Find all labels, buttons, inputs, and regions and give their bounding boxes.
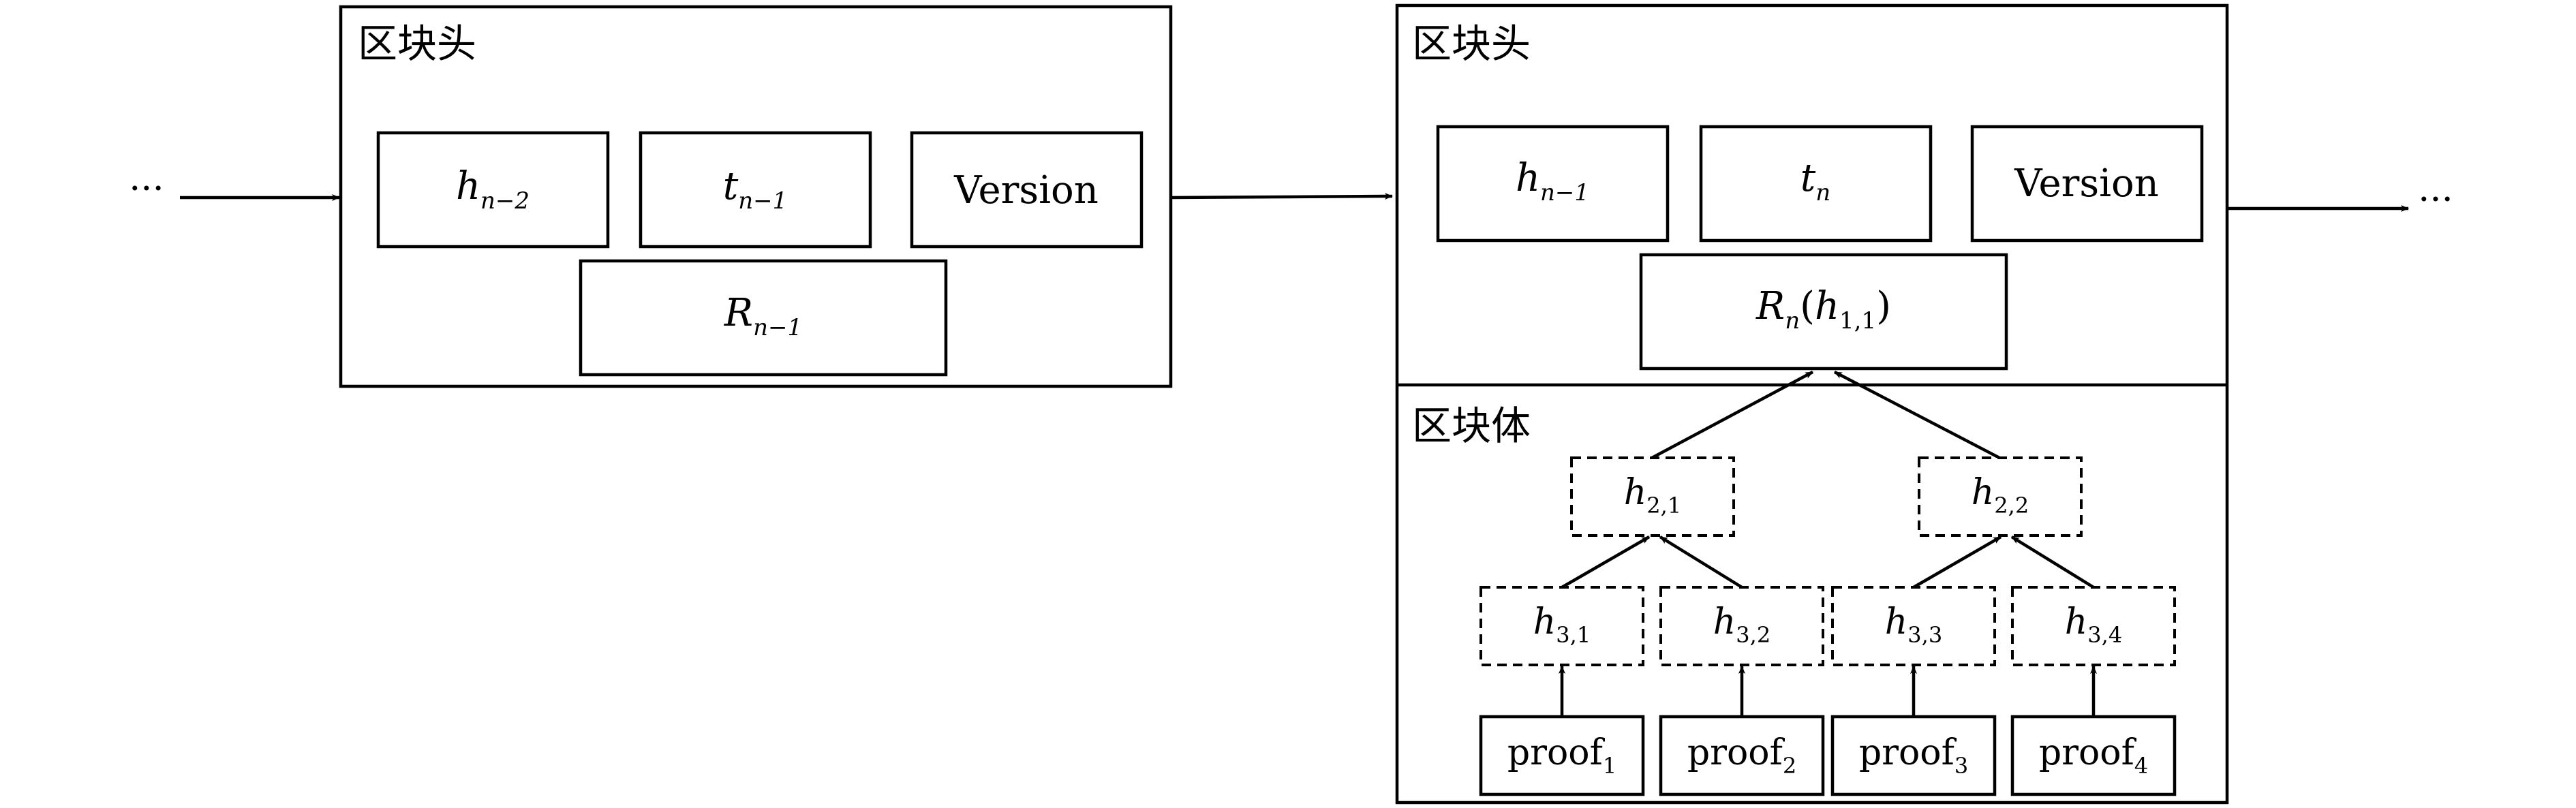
ellipsis-right: ··· — [2418, 178, 2453, 221]
field-box-time — [639, 131, 872, 249]
proof-box-4 — [2010, 715, 2177, 796]
proof-box-2 — [1659, 715, 1825, 796]
arrow-block1-to-block2 — [1170, 193, 1393, 200]
block-frame — [1395, 3, 2229, 805]
proof-label-4: proof4 — [2039, 732, 2148, 779]
field-label-version: Version — [953, 168, 1099, 213]
block-header-frame — [339, 5, 1173, 388]
field-label-version: Version — [2014, 161, 2159, 206]
merkle-node-h22-label: h2,2 — [1972, 472, 2029, 518]
field-box-time — [1699, 125, 1933, 243]
merkle-node-h31-label: h3,1 — [1533, 602, 1591, 648]
merkle-edges — [1559, 371, 2097, 715]
field-box-version — [1970, 125, 2204, 243]
merkle-node-h22 — [1918, 456, 2083, 537]
merkle-node-h33 — [1831, 586, 1996, 666]
block-previous: 区块头 hn−2 tn−1 Version Rn−1 — [339, 5, 1173, 388]
merkle-node-h31 — [1479, 586, 1644, 666]
block-current: 区块头 区块体 hn−1 tn Version Rn(h1,1) — [1395, 3, 2229, 805]
field-box-hash — [376, 131, 610, 249]
merkle-node-h34-label: h3,4 — [2065, 602, 2122, 648]
proof-label-2: proof2 — [1687, 732, 1796, 779]
merkle-root-label: Rn(h1,1) — [1755, 284, 1891, 335]
proof-box-3 — [1830, 715, 1997, 796]
proof-box-1 — [1479, 715, 1645, 796]
merkle-node-h21-label: h2,1 — [1624, 472, 1681, 518]
block-body-title: 区块体 — [1412, 403, 1531, 449]
field-label-hash: hn−2 — [456, 164, 530, 215]
chain-arrows: ··· ··· — [129, 167, 2453, 221]
field-label-time: tn — [1800, 156, 1830, 206]
merkle-node-h32-label: h3,2 — [1713, 602, 1770, 648]
merkle-node-h21 — [1570, 456, 1735, 537]
field-label-time: tn−1 — [723, 164, 788, 215]
block-header-title: 区块头 — [358, 20, 476, 67]
proof-label-1: proof1 — [1507, 732, 1616, 779]
field-box-hash — [1436, 125, 1670, 243]
field-box-version — [910, 131, 1144, 249]
merkle-node-h32 — [1659, 586, 1824, 666]
merkle-node-h33-label: h3,3 — [1885, 602, 1942, 648]
proof-label-3: proof3 — [1859, 732, 1968, 779]
ellipsis-left: ··· — [129, 167, 164, 210]
block-header-title: 区块头 — [1412, 20, 1531, 67]
field-label-hash: hn−1 — [1516, 156, 1589, 206]
merkle-root-label: Rn−1 — [724, 291, 802, 341]
merkle-root-box — [579, 259, 948, 377]
merkle-node-h34 — [2011, 586, 2176, 666]
merkle-root-box — [1639, 253, 2008, 371]
